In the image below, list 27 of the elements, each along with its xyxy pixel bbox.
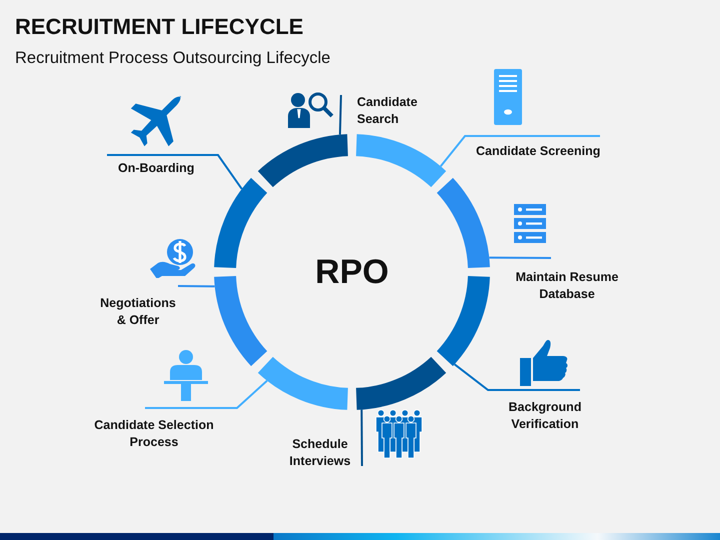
- subtitle: Recruitment Process Outsourcing Lifecycle: [15, 49, 330, 68]
- step-label: Negotiations & Offer: [96, 286, 180, 329]
- ring-segment: [214, 178, 268, 268]
- ring-segment: [214, 276, 268, 366]
- leader-line: [489, 256, 551, 259]
- leader-line: [338, 94, 342, 135]
- ring-segment: [258, 134, 348, 188]
- leader-line: [360, 410, 363, 466]
- step-label: Candidate Screening: [468, 136, 608, 160]
- leader-line: [178, 285, 215, 288]
- leader-line: [107, 154, 243, 190]
- step-label: Candidate Selection Process: [86, 408, 222, 451]
- ring-segment: [436, 276, 490, 366]
- step-label: On-Boarding: [104, 155, 214, 177]
- center-label: RPO: [292, 248, 412, 296]
- ring-segment: [258, 356, 348, 410]
- title: RECRUITMENT LIFECYCLE: [15, 14, 304, 40]
- step-label: Schedule Interviews: [286, 434, 362, 470]
- ring-segment: [356, 356, 446, 410]
- step-label: Maintain Resume Database: [506, 258, 628, 303]
- leader-line: [145, 380, 268, 409]
- step-label: Candidate Search: [341, 92, 431, 128]
- leader-line: [454, 364, 580, 391]
- step-label: Background Verification: [500, 390, 590, 433]
- leader-line: [440, 135, 600, 167]
- ring-segment: [436, 178, 490, 268]
- ring-segment: [356, 134, 446, 188]
